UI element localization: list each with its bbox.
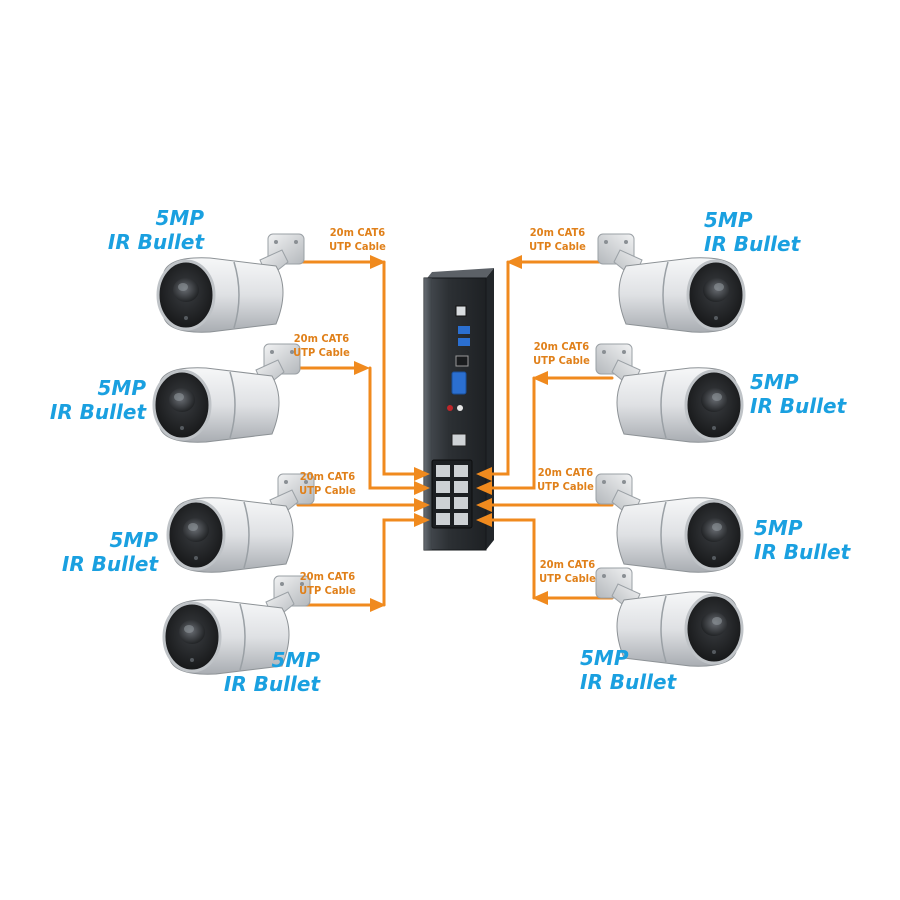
cable-label-line2: UTP Cable	[299, 484, 356, 497]
cable-label-line1: 20m CAT6	[329, 226, 386, 239]
cable-label-right-1: 20m CAT6 UTP Cable	[529, 226, 586, 254]
camera-label-line2: IR Bullet	[754, 540, 851, 564]
cable-label-left-1: 20m CAT6 UTP Cable	[329, 226, 386, 254]
camera-label-line2: IR Bullet	[61, 552, 158, 576]
camera-label-line1: 5MP	[580, 646, 629, 670]
camera-label-line1: 5MP	[97, 376, 146, 400]
camera-label-line1: 5MP	[754, 516, 803, 540]
camera-right-2	[594, 342, 744, 444]
camera-label-line1: 5MP	[750, 370, 799, 394]
camera-label-line2: IR Bullet	[107, 230, 204, 254]
camera-label-line1: 5MP	[271, 648, 320, 672]
cable-left-4	[296, 513, 430, 612]
cable-left-3	[296, 498, 430, 512]
cable-left-2	[284, 361, 430, 495]
poe-ports	[431, 459, 473, 529]
camera-label-right-3: 5MP IR Bullet	[754, 516, 850, 564]
camera-label-left-4: 5MP IR Bullet	[224, 648, 320, 696]
cable-label-line2: UTP Cable	[529, 240, 586, 253]
usb-port-1	[458, 326, 470, 334]
camera-right-3	[594, 472, 744, 574]
cable-label-line1: 20m CAT6	[539, 558, 596, 571]
cable-label-line1: 20m CAT6	[537, 466, 594, 479]
cable-label-line2: UTP Cable	[539, 572, 596, 585]
cable-label-left-4: 20m CAT6 UTP Cable	[299, 570, 356, 598]
audio-port-red	[447, 405, 453, 411]
camera-label-left-3: 5MP IR Bullet	[62, 528, 158, 576]
camera-left-3	[166, 472, 316, 574]
camera-label-right-4: 5MP IR Bullet	[580, 646, 676, 694]
camera-label-line1: 5MP	[155, 206, 204, 230]
camera-label-right-2: 5MP IR Bullet	[750, 370, 846, 418]
audio-port-white	[457, 405, 463, 411]
cable-lines	[284, 255, 614, 612]
cable-label-line2: UTP Cable	[299, 584, 356, 597]
camera-left-2	[152, 342, 302, 444]
cable-left-1	[290, 255, 430, 481]
cable-right-3	[476, 498, 614, 512]
camera-label-left-2: 5MP IR Bullet	[50, 376, 146, 424]
camera-label-line2: IR Bullet	[704, 232, 801, 256]
camera-label-right-1: 5MP IR Bullet	[704, 208, 800, 256]
hdmi-port	[455, 355, 469, 367]
camera-label-line1: 5MP	[109, 528, 158, 552]
nvr-recorder	[423, 268, 494, 551]
camera-label-left-1: 5MP IR Bullet	[108, 206, 204, 254]
camera-label-line2: IR Bullet	[223, 672, 320, 696]
cable-label-left-2: 20m CAT6 UTP Cable	[293, 332, 350, 360]
cable-label-line2: UTP Cable	[329, 240, 386, 253]
cable-label-line1: 20m CAT6	[299, 570, 356, 583]
camera-label-line1: 5MP	[704, 208, 753, 232]
cable-label-line2: UTP Cable	[533, 354, 590, 367]
cable-label-right-4: 20m CAT6 UTP Cable	[539, 558, 596, 586]
camera-label-line2: IR Bullet	[49, 400, 146, 424]
cable-right-2	[476, 371, 614, 495]
cable-label-line1: 20m CAT6	[293, 332, 350, 345]
usb-port-2	[458, 338, 470, 346]
cable-label-right-3: 20m CAT6 UTP Cable	[537, 466, 594, 494]
cable-label-left-3: 20m CAT6 UTP Cable	[299, 470, 356, 498]
vga-port	[451, 371, 467, 395]
lan-port	[451, 433, 467, 447]
usb-port-top	[455, 305, 467, 317]
cable-label-right-2: 20m CAT6 UTP Cable	[533, 340, 590, 368]
cable-label-line2: UTP Cable	[293, 346, 350, 359]
camera-label-line2: IR Bullet	[580, 670, 677, 694]
cable-label-line1: 20m CAT6	[529, 226, 586, 239]
cable-right-1	[476, 255, 614, 481]
cable-label-line2: UTP Cable	[537, 480, 594, 493]
cable-label-line1: 20m CAT6	[533, 340, 590, 353]
camera-label-line2: IR Bullet	[750, 394, 847, 418]
cable-label-line1: 20m CAT6	[299, 470, 356, 483]
